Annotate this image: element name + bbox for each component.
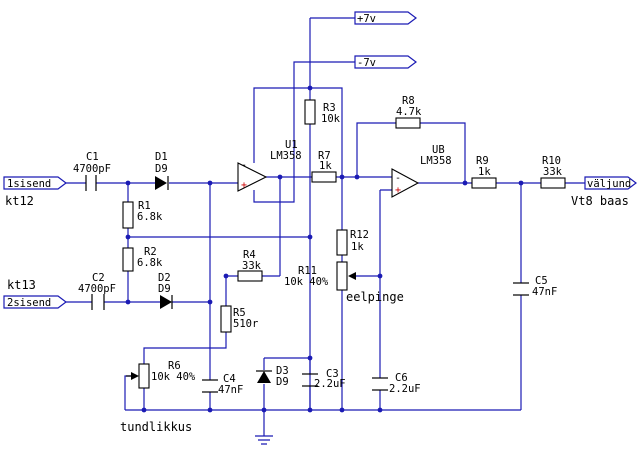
port-vplus: +7v <box>354 11 417 25</box>
diode-d1: D1 D9 <box>155 151 169 190</box>
svg-text:D3: D3 <box>276 365 289 377</box>
port-out: väljund <box>584 176 637 190</box>
resistor-r10: R10 33k <box>540 155 566 189</box>
svg-text:2.2uF: 2.2uF <box>389 383 421 395</box>
diode-d2: D2 D9 <box>158 272 173 309</box>
capacitor-c6: C6 2.2uF <box>372 372 421 395</box>
svg-text:väljund: väljund <box>587 178 631 190</box>
svg-text:4700pF: 4700pF <box>78 283 116 295</box>
resistor-r3: R3 10k <box>304 99 341 125</box>
note-kt12: kt12 <box>5 194 34 208</box>
svg-text:R3: R3 <box>323 102 336 114</box>
opamp-ub: - + UB LM358 <box>391 144 452 198</box>
svg-text:1k: 1k <box>351 241 364 253</box>
svg-text:R10: R10 <box>542 155 561 167</box>
resistor-r1: R1 6.8k <box>122 200 163 229</box>
svg-text:1k: 1k <box>478 166 491 178</box>
svg-text:D2: D2 <box>158 272 171 284</box>
resistor-r12: R12 1k <box>336 229 369 256</box>
svg-text:R9: R9 <box>476 155 489 167</box>
svg-text:D1: D1 <box>155 151 168 163</box>
svg-text:4700pF: 4700pF <box>73 163 111 175</box>
svg-text:2.2uF: 2.2uF <box>314 378 346 390</box>
svg-text:R2: R2 <box>144 246 157 258</box>
svg-text:R8: R8 <box>402 95 415 107</box>
capacitor-c1: C1 4700pF <box>73 151 111 191</box>
resistor-r4: R4 33k <box>237 249 263 282</box>
svg-text:-: - <box>395 173 401 184</box>
opamp-u1: - + U1 LM358 <box>237 139 302 192</box>
svg-text:-7v: -7v <box>357 57 376 69</box>
capacitor-c5: C5 47nF <box>513 275 557 298</box>
svg-text:+7v: +7v <box>357 13 376 25</box>
svg-text:R11: R11 <box>298 265 317 277</box>
svg-text:10k: 10k <box>321 113 341 125</box>
svg-text:R7: R7 <box>318 150 331 162</box>
svg-text:UB: UB <box>432 144 445 156</box>
svg-text:R12: R12 <box>350 229 369 241</box>
resistor-r2: R2 6.8k <box>122 246 163 272</box>
port-in2: 2sisend <box>3 295 67 309</box>
svg-text:33k: 33k <box>543 166 563 178</box>
resistor-r8: R8 4.7k <box>395 95 422 129</box>
svg-text:D9: D9 <box>158 283 171 295</box>
capacitor-c2: C2 4700pF <box>78 272 116 310</box>
svg-text:33k: 33k <box>242 260 262 272</box>
svg-text:LM358: LM358 <box>270 150 302 162</box>
svg-text:+: + <box>395 185 401 196</box>
svg-text:6.8k: 6.8k <box>137 211 163 223</box>
svg-text:C6: C6 <box>395 372 408 384</box>
svg-text:10k 40%: 10k 40% <box>151 371 196 383</box>
svg-text:U1: U1 <box>285 139 298 151</box>
svg-text:LM358: LM358 <box>420 155 452 167</box>
resistor-r9: R9 1k <box>471 155 497 189</box>
potentiometer-r11: R11 10k 40% <box>284 261 356 291</box>
capacitor-c4: C4 47nF <box>202 373 243 396</box>
svg-text:C4: C4 <box>223 373 236 385</box>
svg-text:510r: 510r <box>233 318 258 330</box>
svg-text:6.8k: 6.8k <box>137 257 163 269</box>
junctions <box>125 85 524 413</box>
svg-text:10k 40%: 10k 40% <box>284 276 329 288</box>
potentiometer-r6: R6 10k 40% <box>126 360 196 389</box>
svg-text:R5: R5 <box>233 307 246 319</box>
svg-text:2sisend: 2sisend <box>7 297 51 309</box>
note-eelpinge: eelpinge <box>346 290 404 304</box>
svg-text:D9: D9 <box>276 376 289 388</box>
svg-text:C1: C1 <box>86 151 99 163</box>
svg-text:C5: C5 <box>535 275 548 287</box>
svg-text:4.7k: 4.7k <box>396 106 422 118</box>
svg-text:1sisend: 1sisend <box>7 178 51 190</box>
wiring <box>66 17 585 445</box>
note-kt13: kt13 <box>7 278 36 292</box>
svg-text:C2: C2 <box>92 272 105 284</box>
svg-text:1k: 1k <box>319 160 332 172</box>
port-vminus: -7v <box>354 55 417 69</box>
svg-text:D9: D9 <box>155 163 168 175</box>
resistor-r7: R7 1k <box>311 150 337 183</box>
svg-text:R4: R4 <box>243 249 256 261</box>
svg-text:47nF: 47nF <box>532 286 557 298</box>
svg-text:47nF: 47nF <box>218 384 243 396</box>
svg-text:-: - <box>241 160 247 171</box>
svg-text:R1: R1 <box>138 200 151 212</box>
svg-text:R6: R6 <box>168 360 181 372</box>
diode-d3: D3 D9 <box>256 365 289 388</box>
svg-text:+: + <box>241 180 247 191</box>
svg-text:C3: C3 <box>326 368 339 380</box>
resistor-r5: R5 510r <box>220 305 258 333</box>
port-in1: 1sisend <box>3 176 67 190</box>
note-vt8: Vt8 baas <box>571 194 629 208</box>
capacitor-c3: C3 2.2uF <box>302 368 346 390</box>
note-tundlikkus: tundlikkus <box>120 420 192 434</box>
